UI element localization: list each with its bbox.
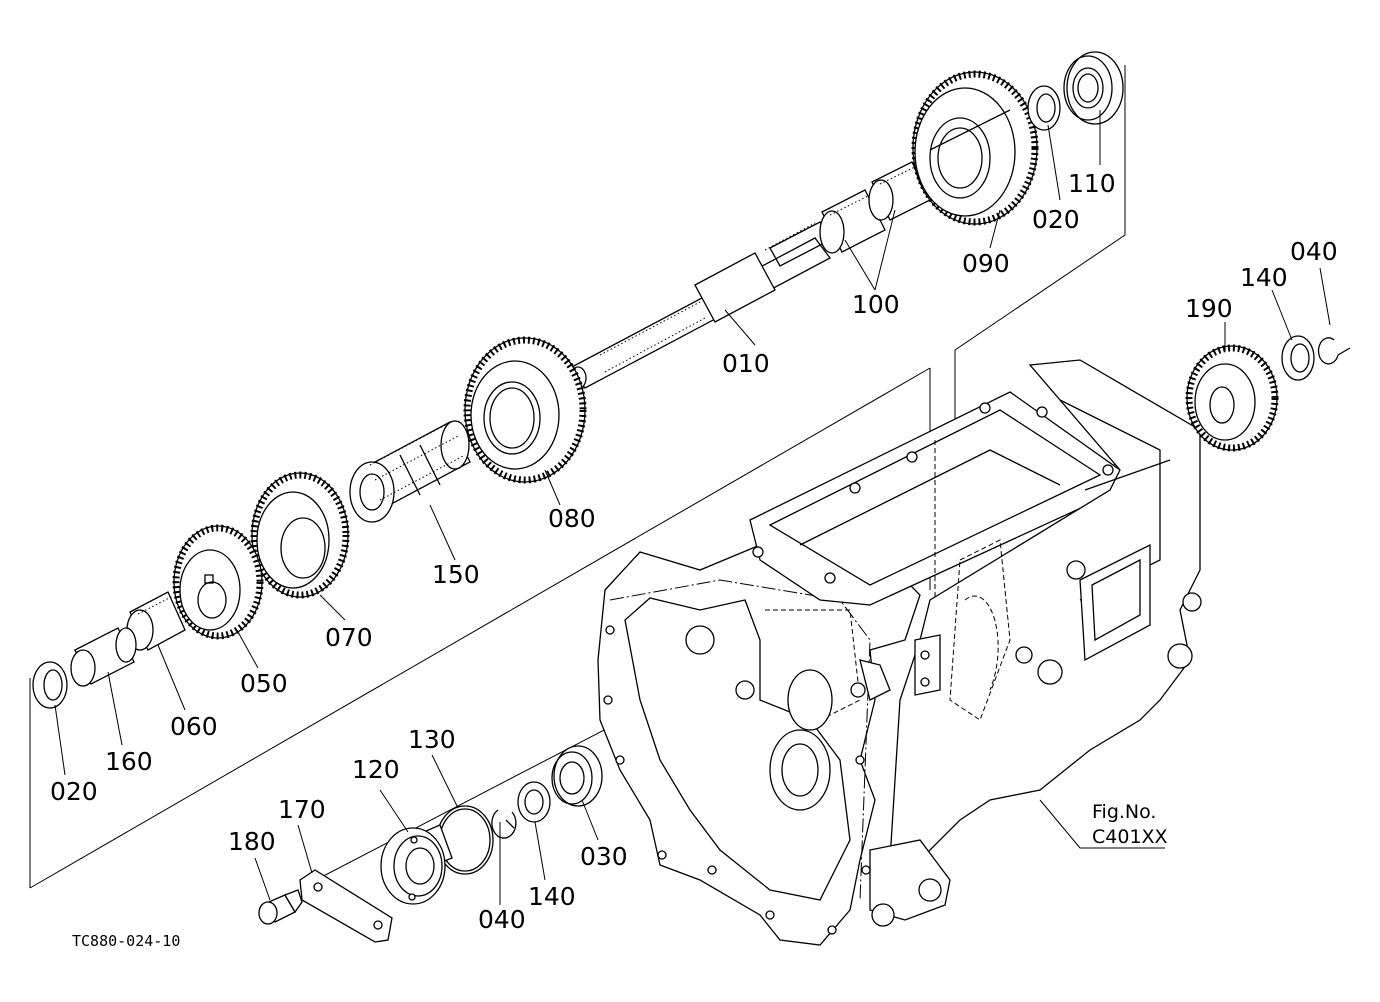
snap-ring-040-bottom	[491, 809, 517, 839]
callout-020-top: 020	[1032, 205, 1080, 234]
bearing-030	[551, 745, 603, 807]
callout-130: 130	[408, 725, 456, 754]
washer-020-left	[32, 661, 68, 709]
washer-140-right	[1281, 335, 1315, 381]
collar-160	[70, 627, 137, 687]
cover-120	[380, 824, 453, 905]
callout-190: 190	[1185, 294, 1233, 323]
callout-010: 010	[722, 349, 770, 378]
main-shaft-010	[569, 221, 831, 390]
needle-bearing-060	[126, 591, 186, 651]
plate-170	[299, 869, 393, 943]
gear-070	[250, 471, 350, 599]
needle-bearings-100	[819, 161, 931, 254]
figure-number-block: Fig.No. C401XX	[1092, 801, 1168, 848]
figure-number: C401XX	[1092, 826, 1168, 848]
snap-ring-040-right	[1317, 337, 1351, 365]
callout-100: 100	[852, 290, 900, 319]
plug-180	[258, 889, 303, 925]
gear-050	[172, 524, 264, 640]
bearing-110	[1063, 51, 1124, 125]
callout-090: 090	[962, 249, 1010, 278]
callout-170: 170	[278, 795, 326, 824]
callout-050: 050	[240, 669, 288, 698]
figure-label: Fig.No.	[1092, 801, 1156, 823]
washer-140-bottom	[517, 781, 551, 823]
callout-060: 060	[170, 712, 218, 741]
callout-070: 070	[325, 623, 373, 652]
callout-110: 110	[1068, 169, 1116, 198]
callout-020-left: 020	[50, 777, 98, 806]
callout-040-right: 040	[1290, 237, 1338, 266]
washer-020-top	[1027, 85, 1061, 131]
transmission-case	[597, 359, 1202, 946]
coupling-hub-150	[349, 419, 471, 523]
gear-090	[911, 70, 1039, 226]
drawing-code: TC880-024-10	[72, 932, 180, 950]
callout-160: 160	[105, 747, 153, 776]
callout-140-right: 140	[1240, 263, 1288, 292]
leader-lines	[54, 110, 1331, 905]
callout-150: 150	[432, 560, 480, 589]
gear-190	[1185, 344, 1279, 452]
callout-140-bottom: 140	[528, 882, 576, 911]
callout-040-bottom: 040	[478, 905, 526, 934]
callout-labels: 010 100 090 020 110 080 150 070 050 060 …	[50, 169, 1338, 934]
callout-120: 120	[352, 755, 400, 784]
callout-030: 030	[580, 842, 628, 871]
callout-180: 180	[228, 827, 276, 856]
callout-080: 080	[548, 504, 596, 533]
gear-080	[463, 336, 587, 484]
